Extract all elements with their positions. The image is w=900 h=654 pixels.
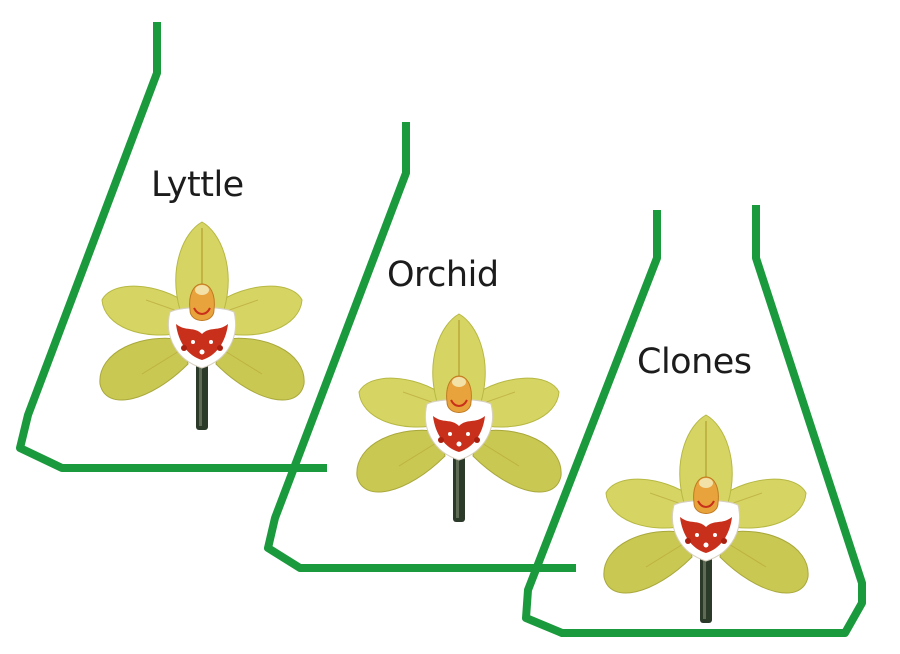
flask-3 bbox=[522, 205, 866, 637]
erlenmeyer-flask-icon bbox=[264, 122, 576, 572]
flask-label-clones: Clones bbox=[637, 342, 752, 382]
flask-label-lyttle: Lyttle bbox=[151, 165, 244, 205]
orchid-flower-icon bbox=[98, 221, 306, 431]
flask-label-orchid: Orchid bbox=[387, 255, 499, 295]
flask-2 bbox=[264, 122, 576, 572]
erlenmeyer-flask-icon bbox=[16, 22, 327, 472]
erlenmeyer-flask-icon bbox=[522, 205, 866, 637]
orchid-flower-icon bbox=[602, 414, 810, 624]
flask-1 bbox=[16, 22, 327, 472]
orchid-flower-icon bbox=[355, 313, 563, 523]
